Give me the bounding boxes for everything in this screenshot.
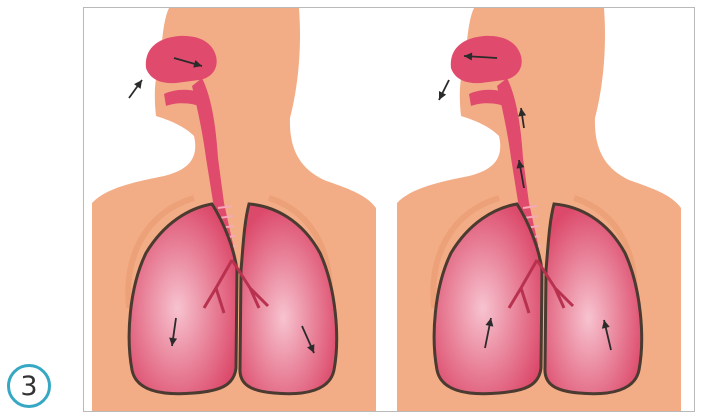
nasal-cavity [451, 36, 522, 83]
torso-illustration [84, 8, 389, 411]
inhalation-panel [84, 8, 389, 411]
figure-number-badge: 3 [7, 364, 51, 408]
airflow-arrow-head [134, 80, 142, 89]
figure-number-label: 3 [20, 371, 37, 402]
torso-illustration [389, 8, 694, 411]
respiration-diagram [83, 7, 695, 412]
exhalation-panel [389, 8, 694, 411]
